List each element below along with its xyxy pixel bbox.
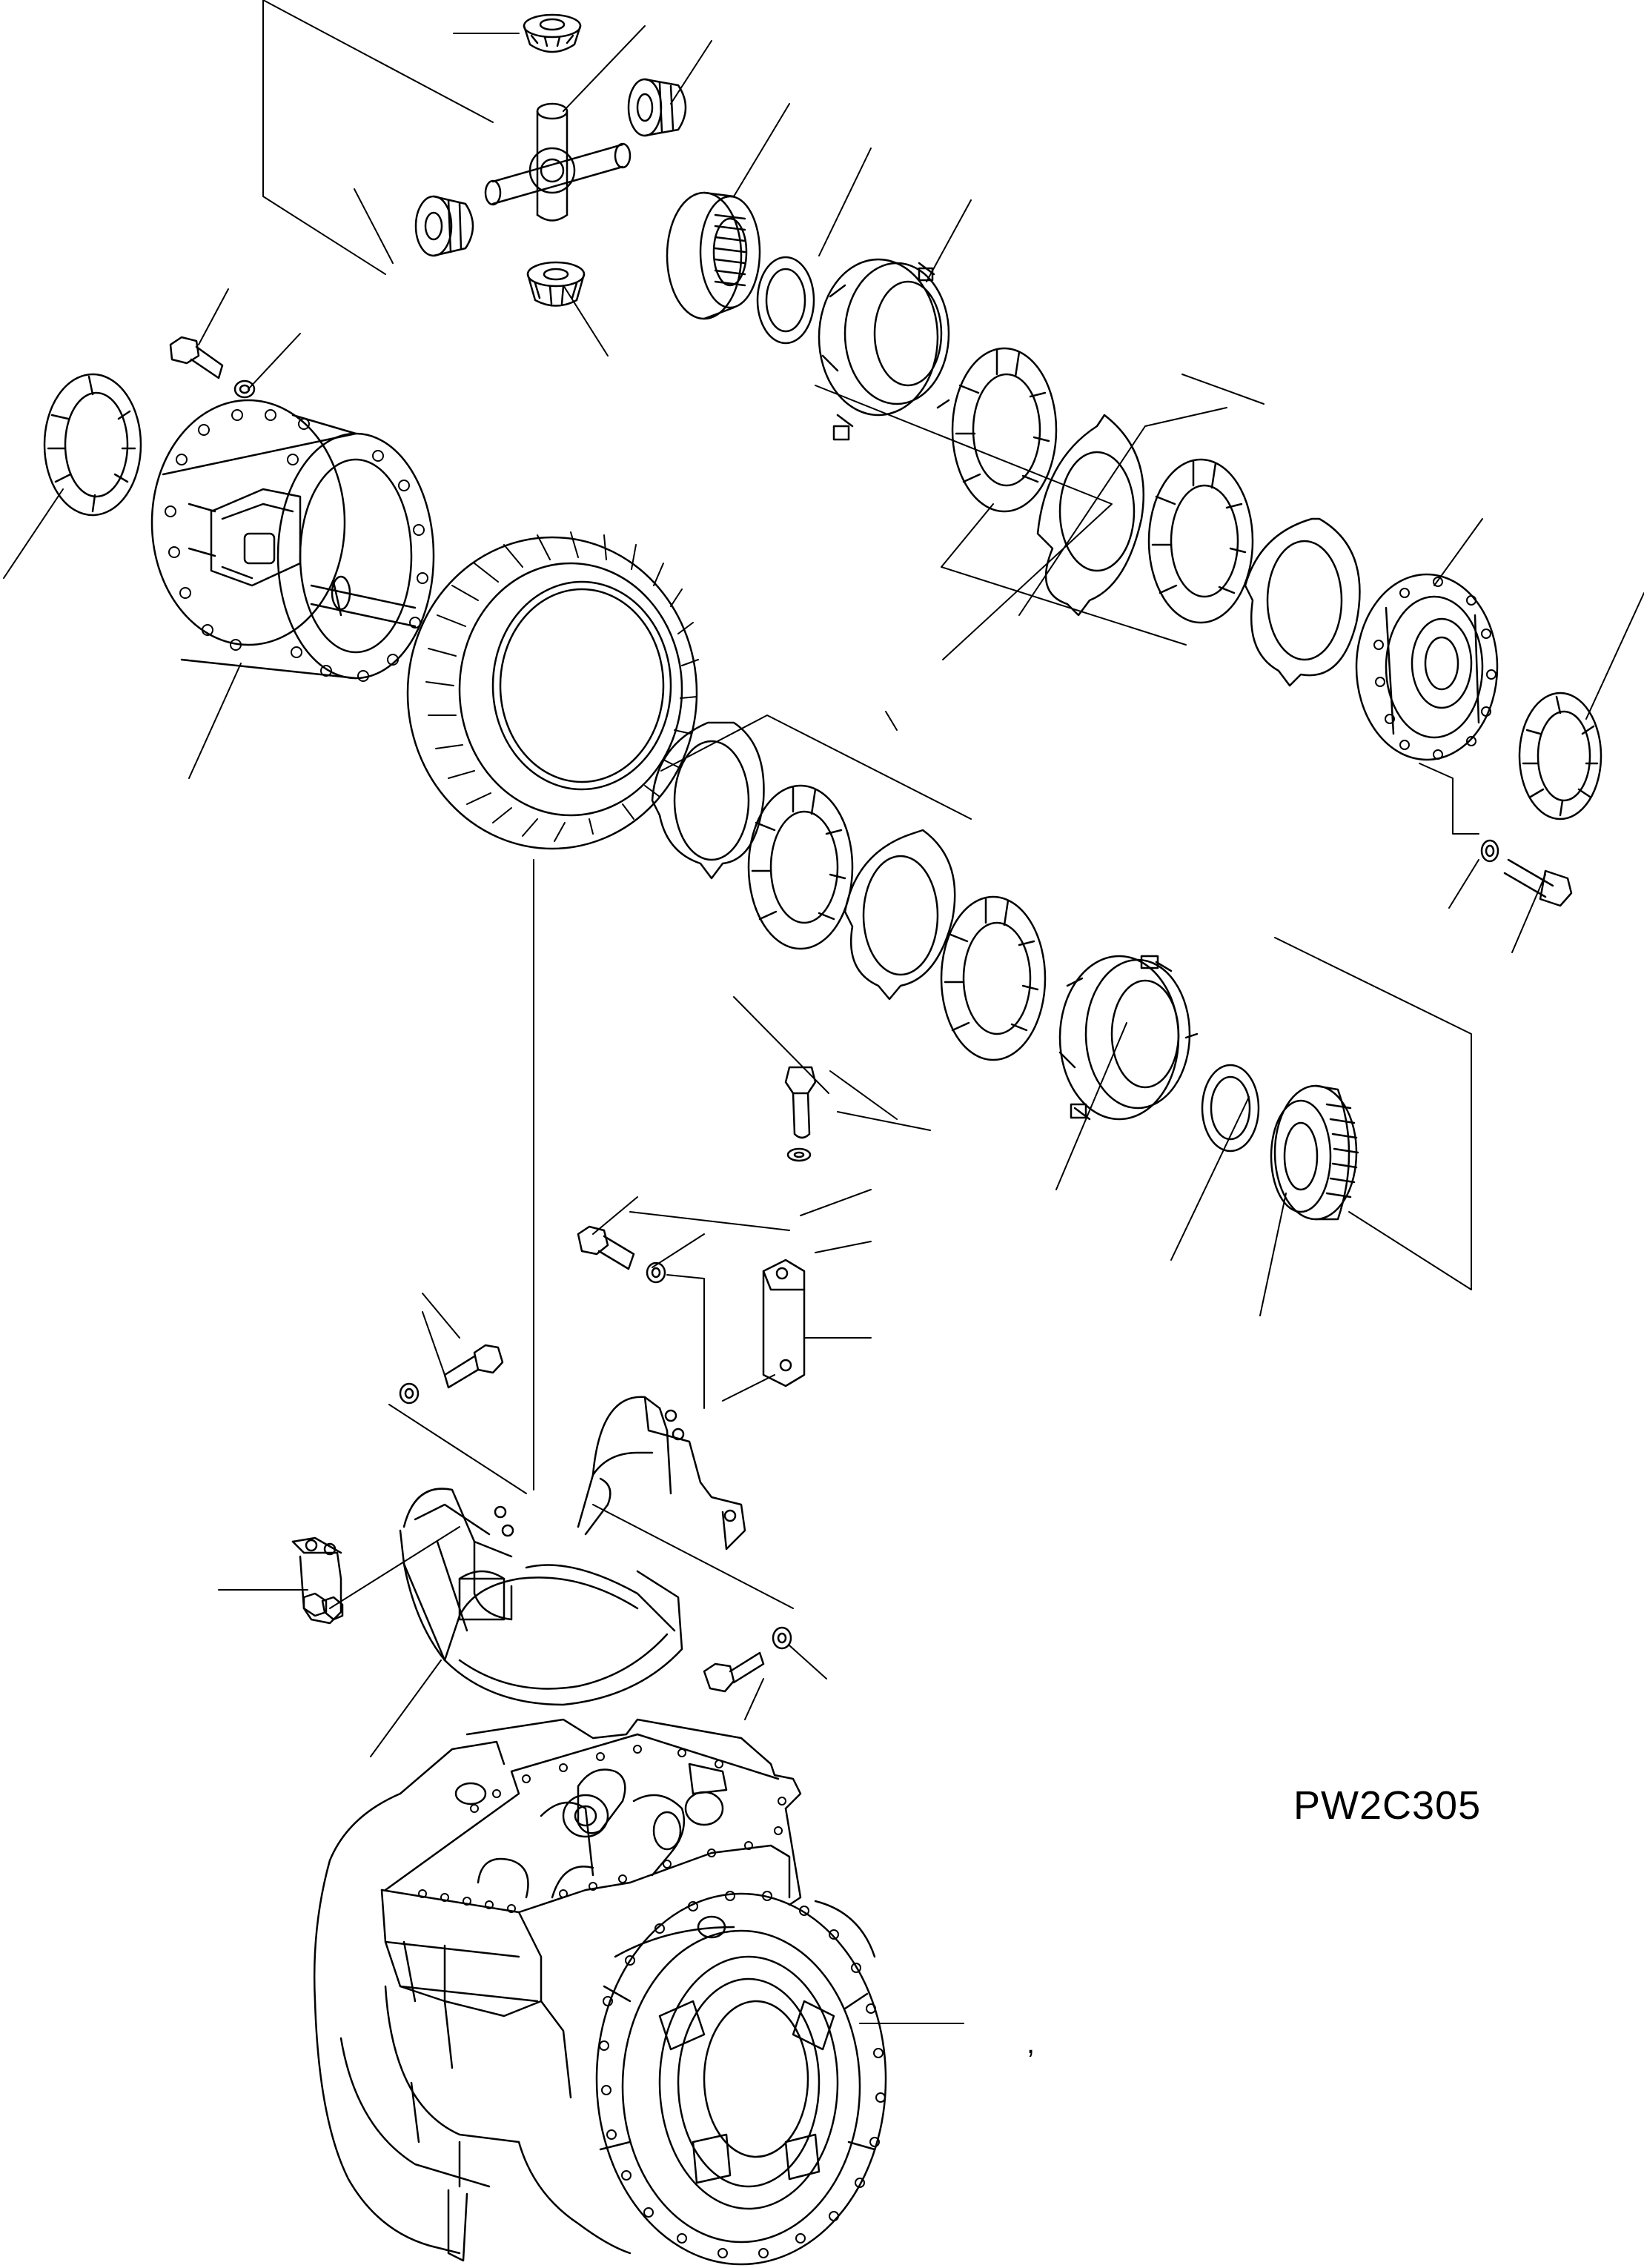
taper-bearing-right [1519, 693, 1601, 819]
pinion-gear-bottom [528, 262, 584, 306]
washer-right [1482, 840, 1498, 861]
clutch-hub-lower [1060, 956, 1197, 1119]
washer-mid-vertical [788, 1149, 810, 1161]
washer-mid-angled [647, 1263, 665, 1282]
bracket-small-left [293, 1538, 342, 1623]
pinion-gear-right [629, 79, 686, 136]
bolt-mid-angled [578, 1227, 634, 1269]
bolt-left-top [170, 337, 222, 378]
washer-lower [773, 1628, 791, 1648]
bolt-lower [704, 1653, 763, 1691]
friction-disc-upper-2 [1149, 460, 1253, 623]
separator-plate-lower-2 [845, 830, 955, 999]
drawing-code-label: PW2C305 [1293, 1783, 1482, 1828]
stray-mark: , [1027, 2027, 1035, 2060]
cross-spider [485, 104, 630, 221]
pinion-gear-top [524, 15, 580, 52]
side-gear-lower [1271, 1086, 1358, 1219]
separator-plate-upper-2 [1245, 519, 1359, 686]
separator-plate-upper-1 [1038, 415, 1144, 615]
ring-gear [408, 532, 698, 849]
leader-lines [4, 0, 1644, 2023]
washer-left-mid [400, 1384, 418, 1403]
thrust-washer-top [758, 257, 814, 343]
friction-disc-upper-1 [952, 348, 1056, 511]
separator-plate-lower-1 [652, 723, 764, 878]
clutch-hub-top [819, 259, 949, 440]
axle-housing [314, 1720, 886, 2264]
bracket-small-right [763, 1260, 804, 1386]
pinion-gear-left [416, 196, 473, 256]
friction-disc-lower-2 [941, 897, 1045, 1060]
side-gear-top [667, 193, 760, 319]
washer-left-top [235, 381, 254, 397]
bolt-mid-vertical [786, 1067, 815, 1138]
thrust-washer-lower [1202, 1065, 1259, 1151]
bolt-right [1505, 860, 1571, 906]
friction-disc-lower-1 [749, 786, 852, 949]
bolt-left-mid [445, 1345, 503, 1387]
diff-case-right [1356, 574, 1497, 760]
oil-shroud [400, 1397, 745, 1705]
taper-bearing-left [44, 374, 141, 515]
diff-case-left [152, 400, 434, 681]
